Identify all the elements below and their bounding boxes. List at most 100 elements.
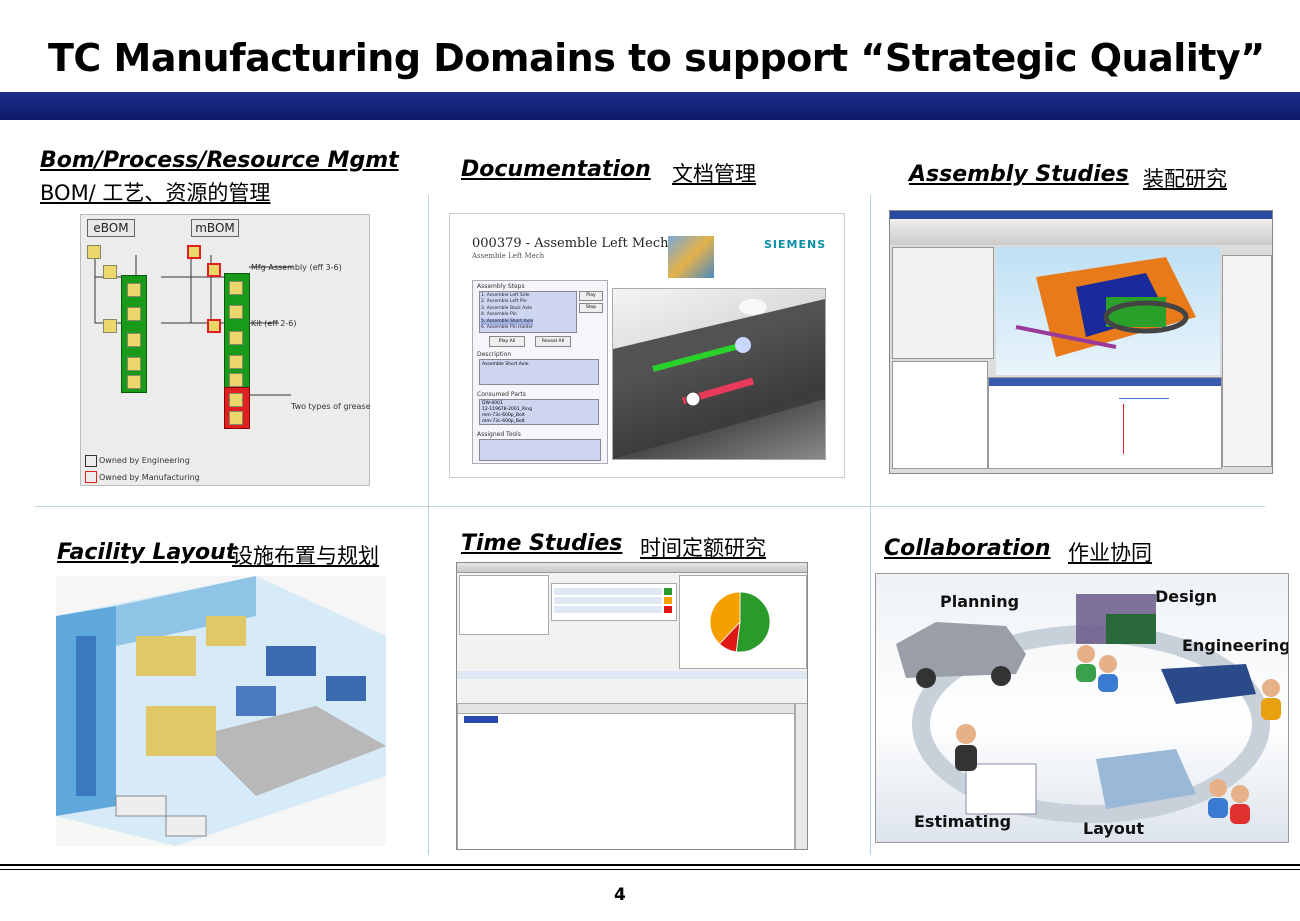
gantt-titlebar bbox=[989, 378, 1221, 386]
legend-engineering-swatch bbox=[85, 455, 97, 467]
doc-title: 000379 - Assemble Left Mech bbox=[472, 236, 669, 251]
assembly-tree-panel bbox=[892, 361, 988, 469]
activities-header bbox=[458, 704, 794, 714]
divider-vertical-right bbox=[870, 195, 871, 855]
ebom-node bbox=[127, 283, 141, 297]
grease-label: Two types of grease bbox=[291, 402, 371, 411]
step-item[interactable]: 3. Assemble Back Axle bbox=[481, 305, 533, 311]
footer-rule bbox=[0, 864, 1300, 866]
mbom-node bbox=[207, 263, 221, 277]
mbom-node bbox=[207, 319, 221, 333]
planning-label: Planning bbox=[940, 592, 1020, 611]
legend-engineering: Owned by Engineering bbox=[99, 456, 190, 465]
ebom-label: eBOM bbox=[87, 219, 135, 237]
facility-heading: Facility Layout bbox=[57, 540, 237, 565]
collaboration-heading: Collaboration bbox=[884, 536, 1051, 561]
collaboration-image: Planning Design Engineering Estimating L… bbox=[875, 573, 1289, 843]
mbom-node bbox=[229, 373, 243, 387]
ebom-node bbox=[127, 307, 141, 321]
page-number: 4 bbox=[614, 885, 626, 905]
assembly-screenshot bbox=[889, 210, 1273, 474]
placement-panel bbox=[892, 247, 994, 359]
time-subtitle: 时间定额研究 bbox=[640, 536, 766, 560]
siemens-logo: SIEMENS bbox=[764, 238, 827, 251]
ebom-node bbox=[127, 357, 141, 371]
ebom-node bbox=[87, 245, 101, 259]
mbom-node bbox=[229, 411, 243, 425]
title-bar bbox=[0, 92, 1300, 120]
documentation-preview: 000379 - Assemble Left Mech Assemble Lef… bbox=[449, 213, 845, 478]
collaboration-subtitle: 作业协同 bbox=[1068, 541, 1152, 565]
gantt-bar bbox=[1119, 398, 1169, 399]
kit-label: Kit (eff 2-6) bbox=[251, 319, 297, 328]
assigned-tools-box bbox=[479, 439, 601, 461]
divider-horizontal bbox=[35, 506, 1265, 507]
documentation-heading: Documentation bbox=[461, 157, 651, 182]
collaboration-shapes bbox=[896, 594, 1281, 824]
pie-slice bbox=[735, 591, 771, 653]
activities-selected-row[interactable] bbox=[464, 716, 498, 723]
bom-heading: Bom/Process/Resource Mgmt bbox=[40, 148, 399, 173]
mbom-label: mBOM bbox=[191, 219, 239, 237]
part-item[interactable]: DW-0001 bbox=[482, 401, 503, 406]
doc-left-panel: Assembly Steps 1. Assemble Left Side 2. … bbox=[472, 280, 608, 464]
assigned-tools-label: Assigned Tools bbox=[477, 431, 521, 438]
person-icons bbox=[955, 645, 1281, 824]
facility-subtitle: 设施布置与规划 bbox=[232, 544, 379, 568]
design-label: Design bbox=[1155, 587, 1217, 606]
doc-thumbnail bbox=[668, 236, 714, 278]
documentation-subtitle: 文档管理 bbox=[672, 162, 756, 186]
mfg-assembly-label: Mfg Assembly (eff 3-6) bbox=[251, 263, 342, 272]
time-activities-table bbox=[457, 703, 795, 849]
time-tabs bbox=[457, 563, 807, 573]
assembly-heading: Assembly Studies bbox=[909, 162, 1129, 187]
ebom-node bbox=[103, 265, 117, 279]
part-item[interactable]: 12-119678-2001_Ring bbox=[482, 407, 532, 412]
part-item[interactable]: mm-73c-600p_Bolt bbox=[482, 419, 525, 424]
play-all-button[interactable]: Play All bbox=[489, 336, 525, 347]
part-item[interactable]: mm-73c-600p_Bolt bbox=[482, 413, 525, 418]
description-label: Description bbox=[477, 351, 512, 358]
assembly-subtitle: 装配研究 bbox=[1143, 167, 1227, 191]
step-item[interactable]: 2. Assemble Left Pin bbox=[481, 299, 527, 305]
mbom-node bbox=[229, 281, 243, 295]
step-item[interactable]: 6. Assemble Pin Holder bbox=[481, 325, 533, 331]
status-green bbox=[664, 588, 672, 595]
assembly-right-panel bbox=[1222, 255, 1272, 467]
assembly-toolbar bbox=[890, 219, 1272, 245]
divider-vertical-left bbox=[428, 195, 429, 855]
legend-manufacturing-swatch bbox=[85, 471, 97, 483]
assembly-steps-list[interactable]: 1. Assemble Left Side 2. Assemble Left P… bbox=[479, 291, 577, 333]
facility-shapes bbox=[56, 576, 386, 846]
bom-diagram: eBOM mBOM Mfg Assembly (eff 3-6) Kit (ef… bbox=[80, 214, 370, 486]
mbom-node bbox=[229, 355, 243, 369]
step-item[interactable]: 5. Assemble Short Axle bbox=[481, 318, 534, 326]
ebom-node bbox=[127, 333, 141, 347]
description-box: Assemble Short Axle bbox=[479, 359, 599, 385]
ebom-node bbox=[127, 375, 141, 389]
time-pie-panel bbox=[679, 575, 807, 669]
doc-subtitle: Assemble Left Mech bbox=[472, 252, 545, 260]
step-item[interactable]: 1. Assemble Left Side bbox=[481, 293, 530, 298]
stop-button[interactable]: Stop bbox=[579, 303, 603, 313]
engineering-label: Engineering bbox=[1182, 636, 1289, 655]
reveal-all-button[interactable]: Reveal All bbox=[535, 336, 571, 347]
facility-layout-image bbox=[56, 576, 386, 846]
time-scrollbar[interactable] bbox=[795, 703, 807, 849]
mbom-node bbox=[229, 393, 243, 407]
slide-title: TC Manufacturing Domains to support “Str… bbox=[48, 36, 1265, 80]
gantt-panel bbox=[988, 377, 1222, 469]
legend-manufacturing: Owned by Manufacturing bbox=[99, 473, 200, 482]
consumed-parts-label: Consumed Parts bbox=[477, 391, 526, 398]
layout-label: Layout bbox=[1083, 819, 1144, 838]
doc-3d-view bbox=[612, 288, 826, 460]
assembly-titlebar bbox=[890, 211, 1272, 219]
consumed-parts-list: DW-0001 12-119678-2001_Ring mm-73c-600p_… bbox=[479, 399, 599, 425]
step-item[interactable]: 4. Assemble Pin bbox=[481, 312, 517, 318]
play-button[interactable]: Play bbox=[579, 291, 603, 301]
time-heading: Time Studies bbox=[461, 531, 623, 556]
mbom-node bbox=[187, 245, 201, 259]
status-red bbox=[664, 606, 672, 613]
time-pie-chart bbox=[709, 591, 771, 653]
pie-slice bbox=[709, 591, 741, 645]
